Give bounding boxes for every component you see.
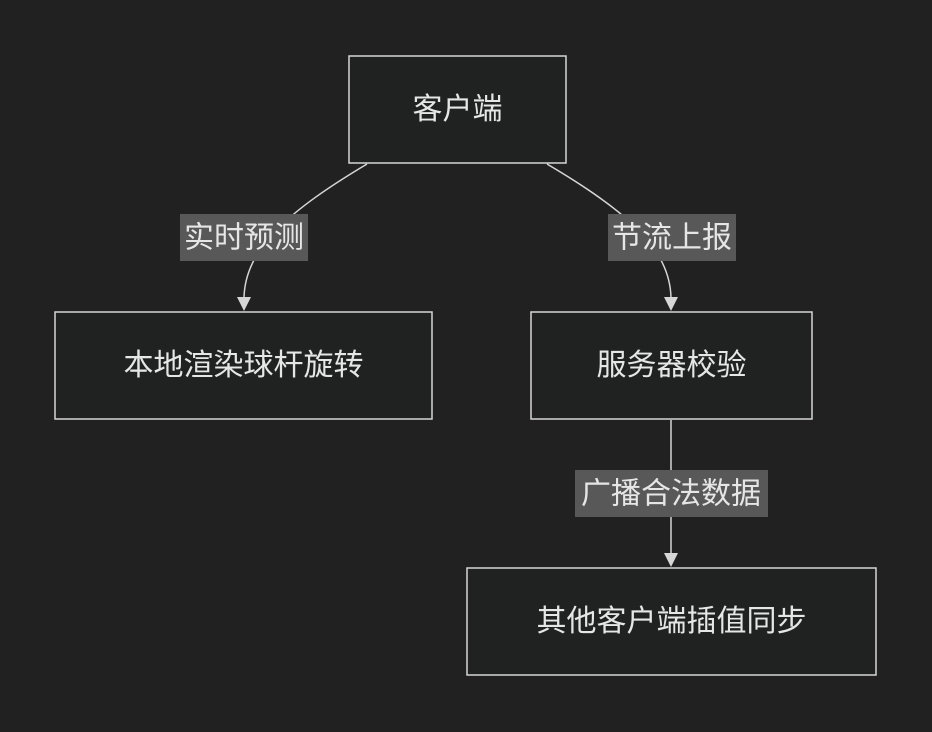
node-server-verify-label: 服务器校验 bbox=[597, 348, 747, 383]
edge-label-throttle-report: 节流上报 bbox=[608, 214, 736, 261]
node-client: 客户端 bbox=[348, 55, 567, 164]
edge-label-broadcast-valid-text: 广播合法数据 bbox=[581, 477, 761, 512]
node-local-render-label: 本地渲染球杆旋转 bbox=[124, 348, 364, 383]
arrow-local-render bbox=[237, 297, 251, 311]
edge-label-realtime-predict-text: 实时预测 bbox=[184, 221, 304, 256]
edge-label-throttle-report-text: 节流上报 bbox=[612, 221, 732, 256]
node-client-label: 客户端 bbox=[413, 92, 503, 127]
arrow-other-clients bbox=[664, 553, 678, 567]
edge-label-realtime-predict: 实时预测 bbox=[180, 214, 308, 261]
node-local-render: 本地渲染球杆旋转 bbox=[54, 311, 433, 420]
node-other-clients: 其他客户端插值同步 bbox=[466, 567, 877, 676]
node-other-clients-label: 其他客户端插值同步 bbox=[537, 604, 807, 639]
arrow-server-verify bbox=[664, 297, 678, 311]
edge-label-broadcast-valid: 广播合法数据 bbox=[575, 470, 768, 517]
node-server-verify: 服务器校验 bbox=[530, 311, 813, 420]
